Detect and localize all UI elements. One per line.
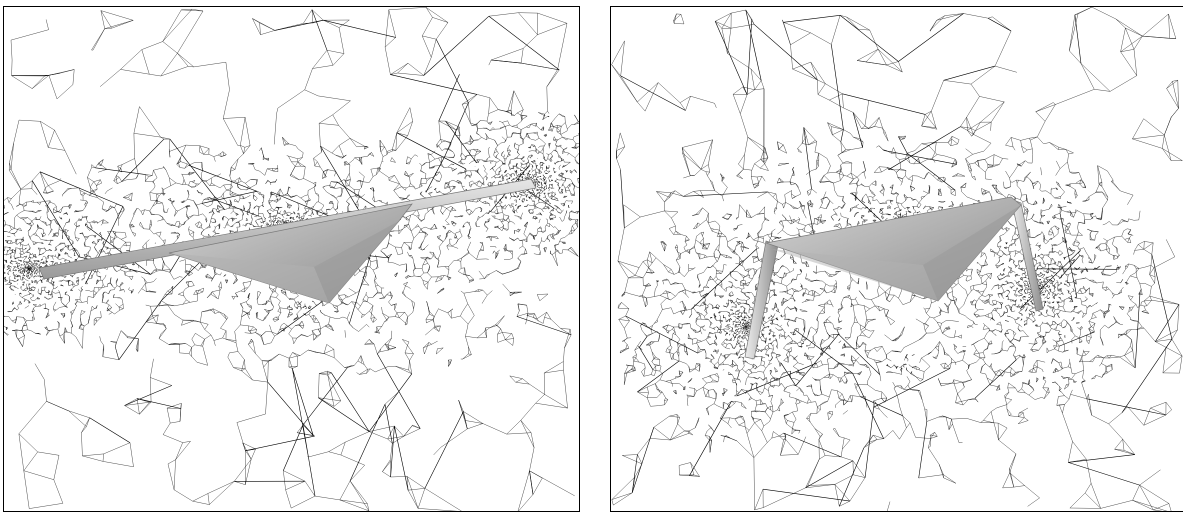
left-wing-body	[38, 178, 537, 304]
left-mesh-panel	[3, 6, 580, 512]
right-wing-body	[744, 196, 1044, 360]
left-mesh-canvas	[4, 7, 579, 511]
right-mesh-panel	[610, 6, 1183, 512]
mesh-coarse-edges	[616, 9, 1180, 507]
right-mesh-canvas	[611, 7, 1183, 511]
